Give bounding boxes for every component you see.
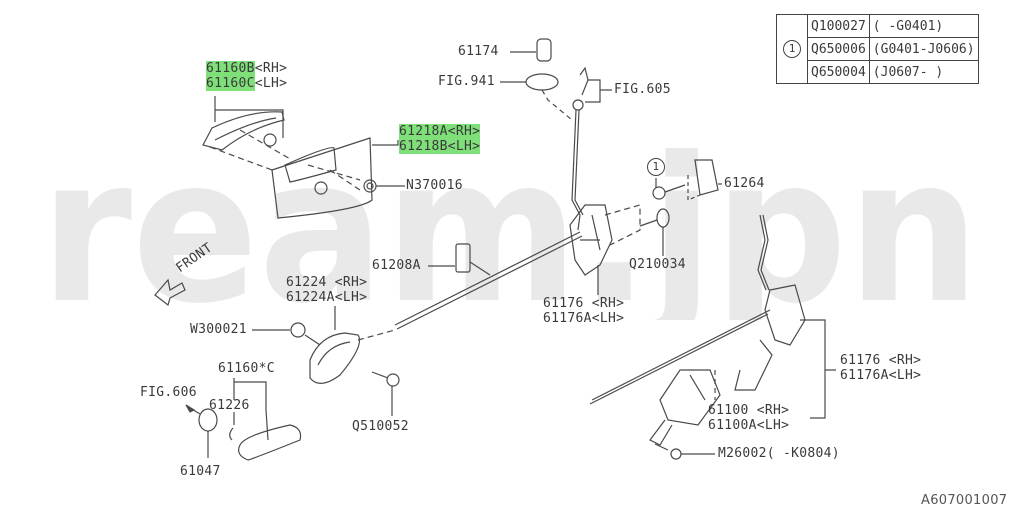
callout-fig941[interactable]: FIG.941: [438, 74, 495, 89]
part-number: 61160C: [206, 76, 255, 91]
part-number-cell: Q100027: [807, 14, 870, 38]
upper-lock-drawing: [569, 204, 641, 295]
table-row: Q650006 (G0401-J0606): [777, 37, 979, 61]
circled-number: 1: [647, 158, 665, 176]
group-symbol-cell: 1: [776, 14, 808, 84]
callout-fig605[interactable]: FIG.605: [614, 82, 671, 97]
callout-q210034[interactable]: Q210034: [629, 257, 686, 272]
circled-number: 1: [783, 40, 801, 58]
date-range-cell: (G0401-J0606): [868, 37, 979, 61]
callout-w300021[interactable]: W300021: [190, 322, 247, 337]
callout-61226[interactable]: 61226: [209, 398, 250, 413]
table-row: Q650004 (J0607- ): [777, 60, 979, 84]
side-label: <RH>: [254, 61, 288, 76]
watermark: ream.jpn: [40, 115, 990, 348]
part-number: 61160B: [206, 61, 255, 76]
callout-61100a[interactable]: 61100A<LH>: [708, 418, 790, 433]
callout-q510052[interactable]: Q510052: [352, 419, 409, 434]
callout-fig606[interactable]: FIG.606: [140, 385, 197, 400]
front-arrow-drawing: [154, 278, 186, 307]
callout-61176-upper[interactable]: 61176 <RH>: [543, 296, 625, 311]
side-label: <LH>: [254, 76, 288, 91]
side-label: <RH>: [447, 124, 481, 139]
lock-rod-drawing: [571, 66, 612, 231]
callout-61224[interactable]: 61224 <RH>: [286, 275, 368, 290]
callout-61176a-upper[interactable]: 61176A<LH>: [543, 311, 625, 326]
table-row: 1 Q100027 ( -G0401): [776, 14, 979, 84]
diagram-id: A607001007: [921, 493, 1008, 508]
callout-61160-c[interactable]: 61160*C: [218, 361, 275, 376]
connecting-rod-drawing: [394, 231, 583, 330]
callout-61160b[interactable]: 61160B<RH>: [206, 61, 288, 76]
outside-handle-drawing: [202, 96, 293, 171]
callout-61264[interactable]: 61264: [724, 176, 765, 191]
callout-m26002[interactable]: M26002( -K0804): [718, 446, 840, 461]
lower-lock-drawing: [589, 214, 836, 419]
w-clip-drawing: [252, 322, 321, 346]
window-handle-drawing: [185, 378, 302, 461]
part-number-cell: Q650006: [807, 37, 870, 61]
callout-61047[interactable]: 61047: [180, 464, 221, 479]
watermark-graphic: ream.jpn: [40, 115, 980, 348]
variant-table: 1 Q100027 ( -G0401) Q650006 (G0401-J0606…: [776, 14, 979, 84]
callout-61176a-lower[interactable]: 61176A<LH>: [840, 368, 922, 383]
callout-61224a[interactable]: 61224A<LH>: [286, 290, 368, 305]
callout-screw-symbol: 1: [647, 158, 665, 176]
part-number: 61218A: [399, 124, 448, 139]
handle-screw-drawing: [371, 371, 400, 416]
actuator-drawing: [649, 369, 721, 460]
striker-drawing: [652, 159, 722, 201]
clip-drawing: [428, 243, 491, 276]
side-label: <LH>: [447, 139, 481, 154]
lock-screw-drawing: [639, 208, 670, 256]
inner-handle-drawing: [309, 306, 396, 384]
date-range-cell: (J0607- ): [868, 60, 979, 84]
nut-drawing: [363, 179, 405, 193]
callout-n370016[interactable]: N370016: [406, 178, 463, 193]
callout-61176-lower[interactable]: 61176 <RH>: [840, 353, 922, 368]
callout-61218b[interactable]: 61218B<LH>: [399, 139, 481, 154]
watermark-text: ream.jpn: [40, 130, 980, 320]
part-number: 61218B: [399, 139, 448, 154]
callout-61218a[interactable]: 61218A<RH>: [399, 124, 481, 139]
callout-61100[interactable]: 61100 <RH>: [708, 403, 790, 418]
callout-61208a[interactable]: 61208A: [372, 258, 421, 273]
date-range-cell: ( -G0401): [868, 14, 979, 38]
callout-61160c[interactable]: 61160C<LH>: [206, 76, 288, 91]
part-number-cell: Q650004: [807, 60, 870, 84]
lock-knob-drawing: [500, 38, 573, 121]
door-trim-drawing: [271, 137, 399, 219]
callout-61174[interactable]: 61174: [458, 44, 499, 59]
